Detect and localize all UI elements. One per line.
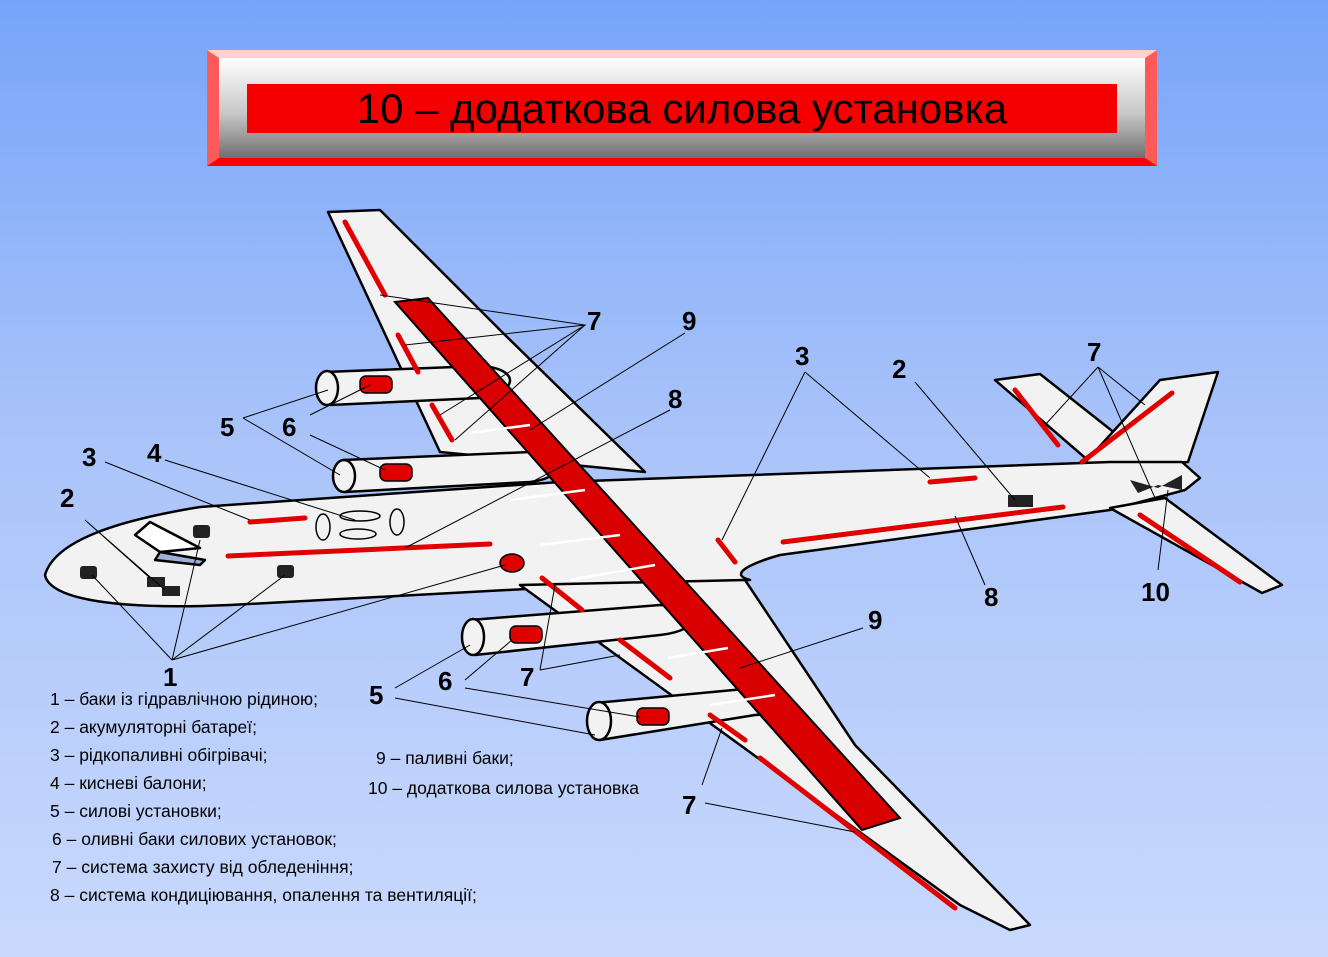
label-5: 5 (369, 680, 384, 710)
label-5: 5 (220, 412, 235, 442)
title-banner: 10 – додаткова силова установка (207, 50, 1157, 166)
label-7: 7 (520, 662, 535, 692)
legend-item: 6 – оливні баки силових установок; (52, 829, 337, 849)
legend-item: 5 – силові установки; (50, 801, 222, 821)
far-wing (326, 208, 647, 474)
leader-lines (84, 294, 1169, 833)
title: 10 – додаткова силова установка (247, 84, 1117, 133)
label-8: 8 (668, 384, 683, 414)
fuel-tanks (392, 296, 902, 832)
label-7: 7 (587, 306, 602, 336)
label-2: 2 (892, 354, 907, 384)
legend-item: 8 – система кондиціювання, опалення та в… (50, 885, 477, 905)
label-3: 3 (795, 341, 810, 371)
label-6: 6 (282, 412, 297, 442)
oil-tanks (359, 375, 670, 726)
label-9: 9 (682, 306, 697, 336)
near-wing (518, 578, 1032, 932)
oxygen-bottles (315, 508, 405, 541)
label-2: 2 (60, 483, 75, 513)
legend-item: 9 – паливні баки; (376, 748, 514, 768)
legend-item: 3 – рідкопаливні обігрівачі; (50, 745, 268, 765)
label-3: 3 (82, 442, 97, 472)
legend-item: 1 – баки із гідравлічною рідиною; (50, 689, 319, 709)
label-10: 10 (1141, 577, 1170, 607)
label-1: 1 (163, 662, 178, 692)
legend-item: 2 – акумуляторні батареї; (50, 717, 258, 737)
label-7: 7 (1087, 337, 1102, 367)
vertical-fin (1078, 370, 1220, 470)
label-8: 8 (984, 582, 999, 612)
label-4: 4 (147, 438, 162, 468)
label-7: 7 (682, 790, 697, 820)
lower-stabilizer (1108, 496, 1284, 595)
label-6: 6 (438, 666, 453, 696)
legend-item: 10 – додаткова силова установка (368, 778, 640, 798)
deicing-lines (225, 219, 1243, 911)
legend-item: 7 – система захисту від обледеніння; (52, 857, 354, 877)
legend-item: 4 – кисневі балони; (50, 773, 207, 793)
label-9: 9 (868, 605, 883, 635)
